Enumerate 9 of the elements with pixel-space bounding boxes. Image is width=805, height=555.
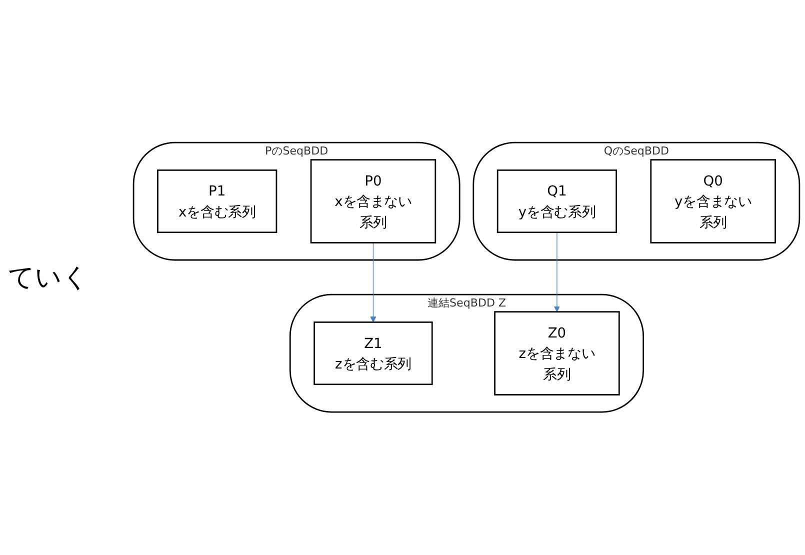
node-box: Q1 yを含む系列 [496,170,618,234]
node-box: Z1 zを含む系列 [314,322,433,386]
node-box: P0 xを含まない系列 [310,159,436,244]
arrow [554,232,560,312]
arrow [370,242,376,323]
node-box: P1 xを含む系列 [157,170,278,234]
note-text: ていく [8,262,90,295]
node-box: Z0 zを含まない系列 [494,311,620,396]
node-box: Q0 yを含まない系列 [650,159,776,244]
